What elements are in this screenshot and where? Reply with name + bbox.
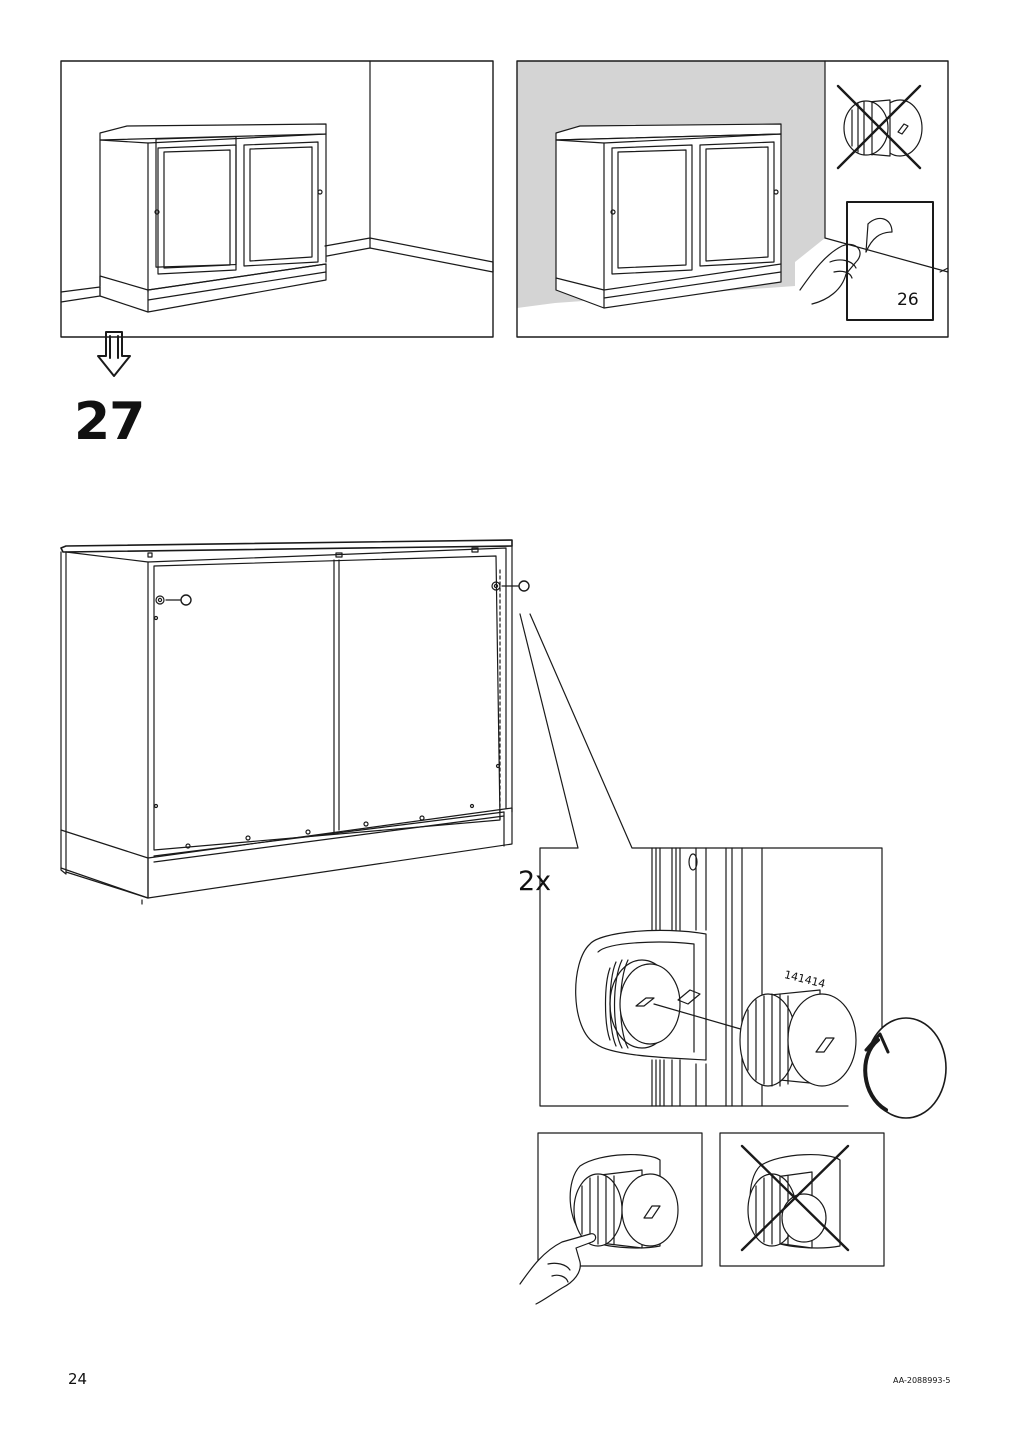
pointing-hand-icon bbox=[519, 1233, 597, 1305]
fitting-detail bbox=[575, 847, 947, 1119]
step-number: 27 bbox=[74, 392, 145, 452]
reference-step-badge: 26 bbox=[897, 290, 919, 310]
document-code: AA-2088993-5 bbox=[893, 1376, 951, 1385]
rotate-arrow-icon bbox=[863, 1017, 947, 1119]
incorrect-press-panel bbox=[719, 1132, 885, 1267]
peel-sticker-icon bbox=[799, 201, 934, 321]
correct-press-panel bbox=[519, 1132, 703, 1305]
zoom-callout-lines bbox=[519, 613, 883, 1107]
cabinet-corner-panel bbox=[60, 60, 494, 338]
page-number: 24 bbox=[68, 1370, 88, 1388]
cabinet-wall-panel bbox=[516, 60, 949, 338]
quantity-label: 2x bbox=[518, 866, 552, 897]
cabinet-back-view bbox=[60, 539, 530, 905]
arrow-down-icon bbox=[97, 331, 131, 377]
cross-out-icon bbox=[836, 84, 923, 170]
